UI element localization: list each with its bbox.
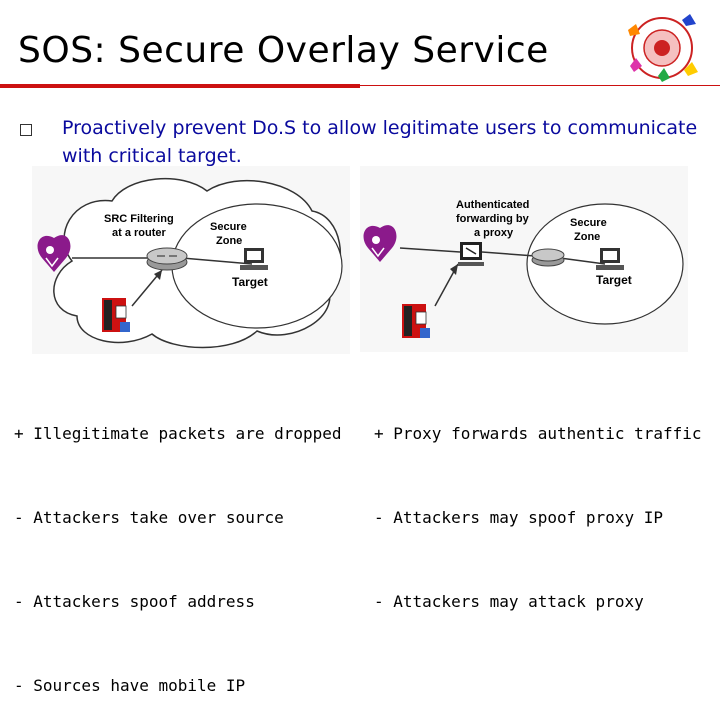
proxy-forwarding-diagram: Authenticated forwarding by a proxy Secu…: [360, 166, 688, 352]
zone-label-1: Secure: [210, 221, 247, 233]
heart-user-icon: [37, 235, 71, 272]
auth-label-2: forwarding by: [456, 213, 530, 225]
attacker-icon: [402, 304, 430, 338]
zone-label-2: Zone: [216, 235, 242, 247]
title-underline-thin: [360, 85, 720, 86]
target-computer-icon: [596, 248, 624, 270]
slide-title: SOS: Secure Overlay Service: [18, 30, 549, 71]
note-line: - Attackers take over source: [14, 508, 284, 527]
note-line: - Attackers may attack proxy: [374, 592, 644, 611]
slide-bullet: Proactively prevent Do.S to allow legiti…: [62, 117, 698, 167]
target-label: Target: [596, 273, 632, 287]
router-icon: [531, 248, 565, 267]
note-line: + Proxy forwards authentic traffic: [374, 424, 702, 443]
filter-label-2: at a router: [112, 227, 167, 239]
note-line: - Attackers spoof address: [14, 592, 255, 611]
zone-label-2: Zone: [574, 231, 600, 243]
src-filtering-diagram: SRC Filtering at a router Secure Zone Ta…: [32, 166, 350, 354]
conference-logo-icon: [628, 14, 698, 82]
note-line: + Illegitimate packets are dropped: [14, 424, 342, 443]
note-line: - Attackers may spoof proxy IP: [374, 508, 663, 527]
left-notes: + Illegitimate packets are dropped - Att…: [14, 364, 342, 728]
auth-label-3: a proxy: [474, 227, 514, 239]
auth-label-1: Authenticated: [456, 199, 529, 211]
note-line: - Sources have mobile IP: [14, 676, 246, 695]
proxy-server-icon: [458, 242, 484, 266]
zone-label-1: Secure: [570, 217, 607, 229]
right-notes: + Proxy forwards authentic traffic - Att…: [374, 364, 702, 644]
target-label: Target: [232, 275, 268, 289]
filter-label-1: SRC Filtering: [104, 213, 174, 225]
target-computer-icon: [240, 248, 268, 270]
heart-user-icon: [363, 225, 397, 262]
bullet-marker: [20, 124, 32, 136]
attacker-icon: [102, 298, 130, 332]
title-underline: [0, 84, 360, 88]
router-icon: [146, 247, 188, 271]
